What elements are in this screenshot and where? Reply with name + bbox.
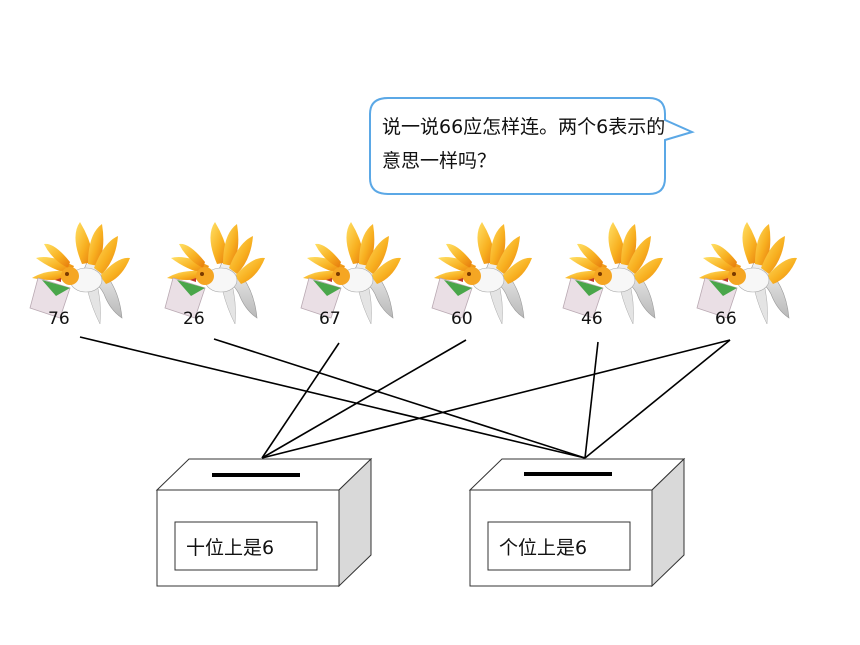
line-76-ones: [79, 336, 586, 459]
speech-bubble: [369, 97, 695, 195]
tens-box-label: 十位上是6: [186, 536, 275, 559]
bird-number-26: 26: [183, 309, 205, 329]
line-46-ones: [584, 341, 599, 459]
line-66-tens: [261, 339, 731, 459]
bubble-question-text: 说一说66应怎样连。两个6表示的意思一样吗？: [382, 116, 666, 172]
line-26-ones: [213, 338, 586, 459]
bird-number-60: 60: [451, 309, 473, 329]
tens-box: [155, 457, 373, 588]
connection-lines: [79, 336, 731, 459]
line-66-ones: [584, 339, 731, 459]
line-67-tens: [261, 342, 340, 459]
bird-number-76: 76: [48, 309, 70, 329]
line-60-tens: [261, 339, 467, 459]
bird-number-46: 46: [581, 309, 603, 329]
ones-box: [468, 457, 686, 588]
bird-number-66: 66: [715, 309, 737, 329]
bird-number-67: 67: [319, 309, 341, 329]
ones-box-label: 个位上是6: [499, 536, 588, 559]
